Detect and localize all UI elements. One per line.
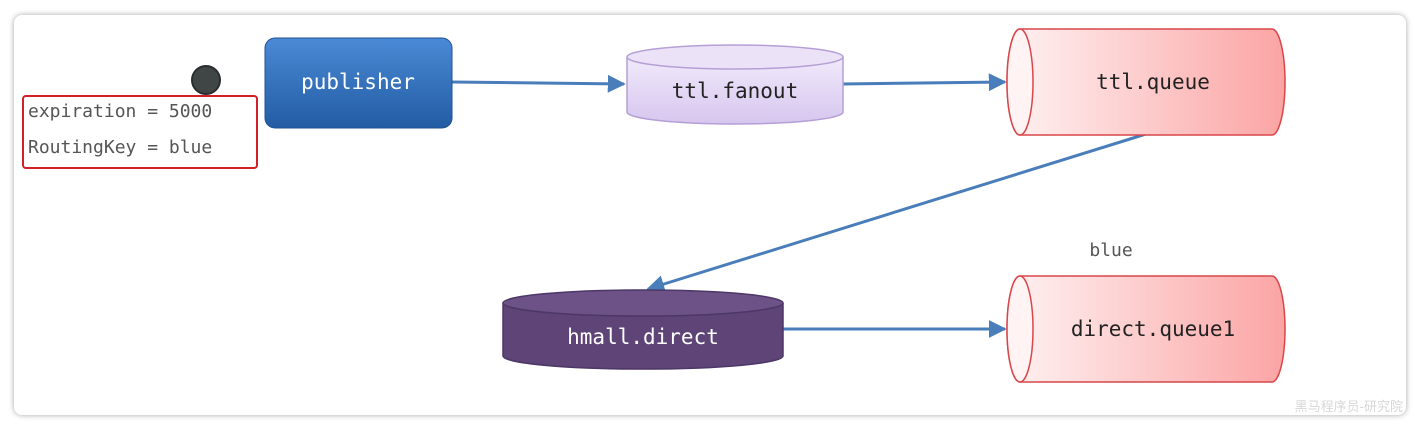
message-expiration: expiration = 5000 <box>28 101 212 122</box>
message-routing-key: RoutingKey = blue <box>28 137 212 158</box>
direct-queue1-label: direct.queue1 <box>1071 317 1235 341</box>
message: expiration = 5000 RoutingKey = blue <box>22 65 258 169</box>
message-dot <box>191 65 221 95</box>
message-properties-box <box>22 95 258 169</box>
ttl-fanout-label: ttl.fanout <box>672 79 798 103</box>
edges: blue <box>451 73 1147 338</box>
binding-key-label: blue <box>1089 240 1132 261</box>
arrow-publisher-to-ttl-fanout <box>451 74 626 93</box>
publisher-node: publisher <box>264 37 453 129</box>
ttl-fanout-exchange: ttl.fanout <box>626 44 844 125</box>
publisher-label: publisher <box>301 70 415 94</box>
arrow-ttl-fanout-to-ttl-queue <box>841 73 1007 92</box>
hmall-direct-label: hmall.direct <box>567 325 719 349</box>
arrow-ttl-queue-to-hmall-direct <box>646 132 1147 293</box>
watermark: 黑马程序员-研究院 <box>1295 400 1403 415</box>
hmall-direct-exchange: hmall.direct <box>502 289 784 370</box>
ttl-queue-label: ttl.queue <box>1096 70 1210 94</box>
direct-queue1: direct.queue1 <box>1006 275 1286 383</box>
ttl-queue: ttl.queue <box>1006 28 1286 136</box>
